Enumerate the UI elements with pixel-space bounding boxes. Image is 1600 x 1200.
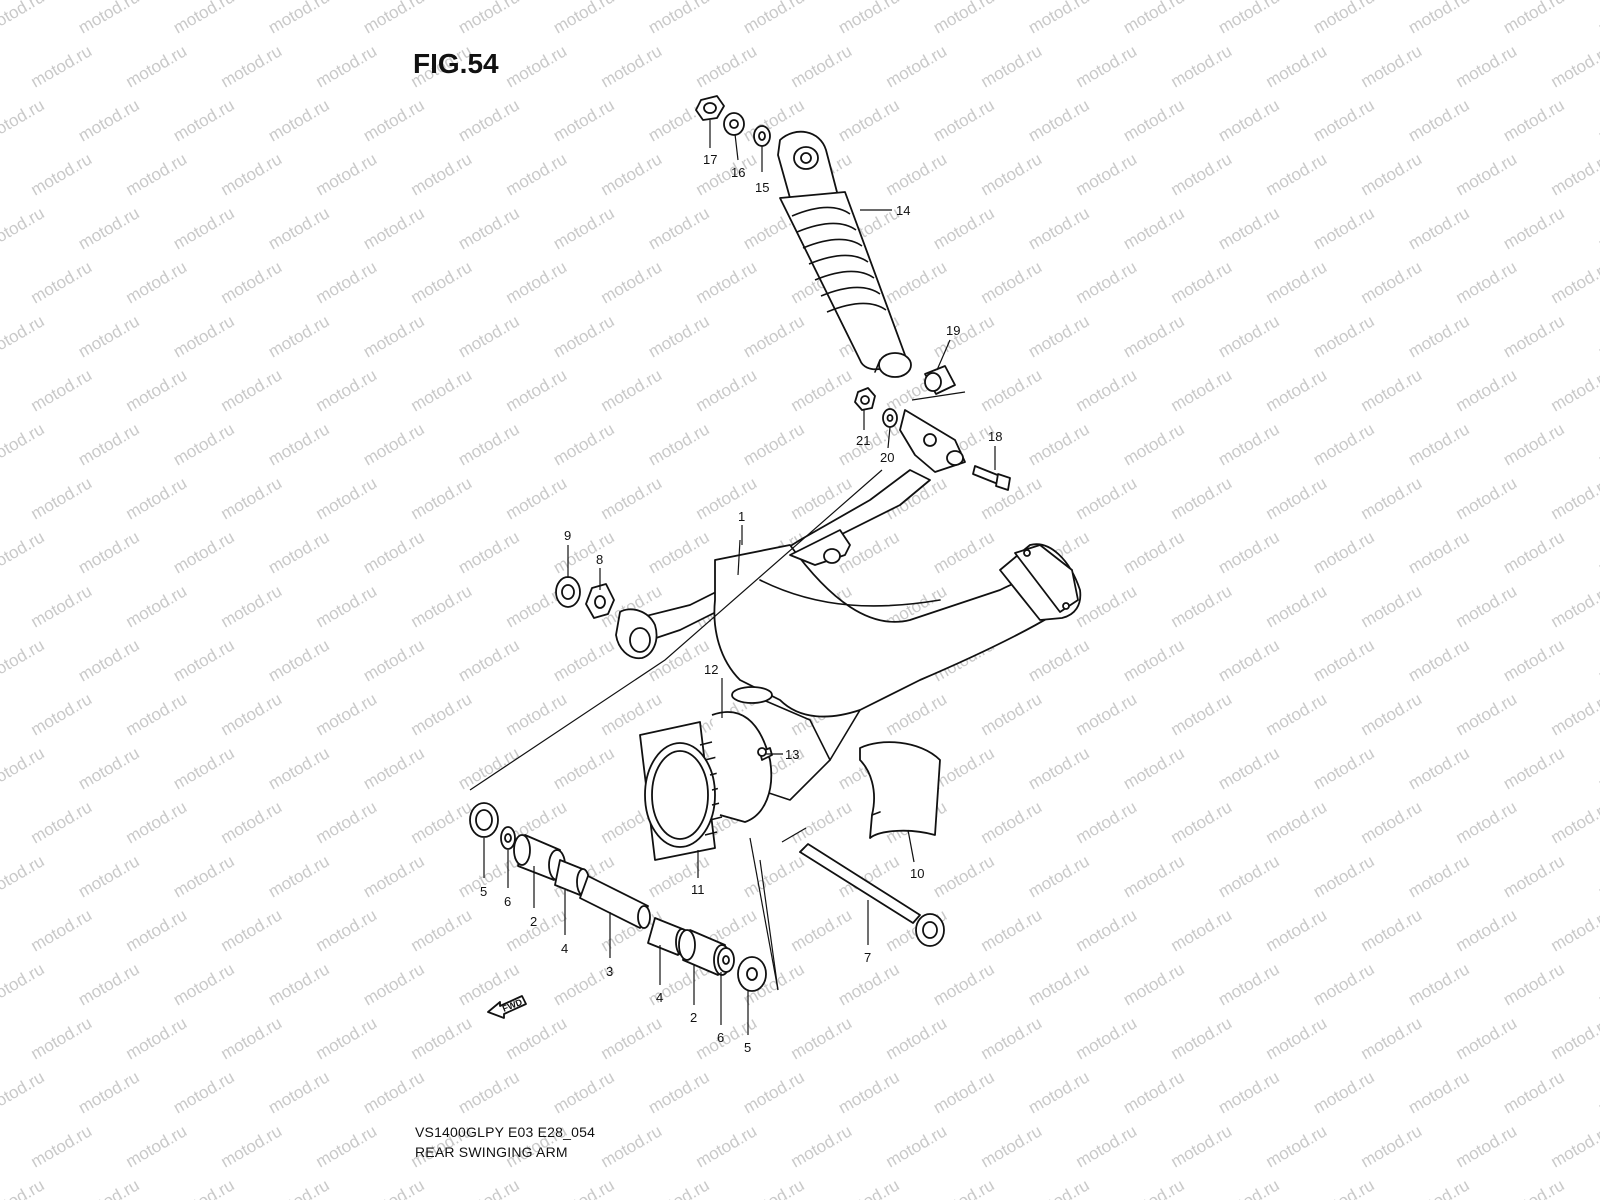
callout-19: 19 — [946, 323, 960, 338]
callout-15: 15 — [755, 180, 769, 195]
callout-9: 9 — [564, 528, 571, 543]
lower-mount-washer — [882, 408, 898, 428]
figure-caption: REAR SWINGING ARM — [415, 1144, 568, 1160]
watermark-text: motod.ru — [1595, 0, 1600, 37]
bearing-right — [678, 929, 731, 976]
washer-left — [500, 826, 516, 850]
swinging-arm-cover — [859, 741, 941, 839]
callout-labels: 17 16 15 14 19 21 20 18 1 9 8 12 13 5 6 … — [480, 152, 1002, 1055]
callout-8: 8 — [596, 552, 603, 567]
top-mount-rubber — [753, 125, 771, 147]
callout-4: 4 — [561, 941, 568, 956]
callout-5b: 5 — [744, 1040, 751, 1055]
top-mount-nut — [695, 95, 725, 121]
callout-6b: 6 — [717, 1030, 724, 1045]
washer-right — [717, 947, 735, 973]
callout-5: 5 — [480, 884, 487, 899]
lower-mount-collar — [924, 365, 956, 395]
callout-leaders — [483, 120, 996, 1035]
callout-21: 21 — [856, 433, 870, 448]
top-mount-washer — [723, 112, 745, 136]
callout-2b: 2 — [690, 1010, 697, 1025]
figure-title: FIG.54 — [413, 48, 499, 79]
callout-4b: 4 — [656, 990, 663, 1005]
callout-12: 12 — [704, 662, 718, 677]
pivot-cap — [555, 576, 581, 608]
callout-20: 20 — [880, 450, 894, 465]
callout-7: 7 — [864, 950, 871, 965]
assembly-lines — [469, 391, 966, 991]
model-code: VS1400GLPY E03 E28_054 — [415, 1124, 596, 1140]
lower-mount-bracket — [899, 409, 966, 473]
rear-shock-absorber — [777, 130, 912, 378]
universal-joint-boot — [639, 686, 773, 861]
callout-14: 14 — [896, 203, 910, 218]
callout-16: 16 — [731, 165, 745, 180]
callout-3: 3 — [606, 964, 613, 979]
oil-seal-right — [737, 956, 767, 992]
fwd-label: FWD — [501, 997, 524, 1014]
pivot-bolt — [799, 843, 945, 947]
callout-11: 11 — [691, 882, 705, 897]
callout-17: 17 — [703, 152, 717, 167]
callout-18: 18 — [988, 429, 1002, 444]
center-spacer — [579, 875, 651, 929]
lower-mount-nut — [854, 387, 876, 411]
callout-1: 1 — [738, 509, 745, 524]
forward-direction-arrow: FWD — [487, 995, 527, 1019]
lower-mount-bolt — [972, 465, 1011, 491]
callout-13: 13 — [785, 747, 799, 762]
callout-6: 6 — [504, 894, 511, 909]
oil-seal-left — [469, 802, 499, 838]
callout-10: 10 — [910, 866, 924, 881]
callout-2: 2 — [530, 914, 537, 929]
swinging-arm — [615, 469, 1082, 801]
pivot-nut — [585, 583, 615, 619]
